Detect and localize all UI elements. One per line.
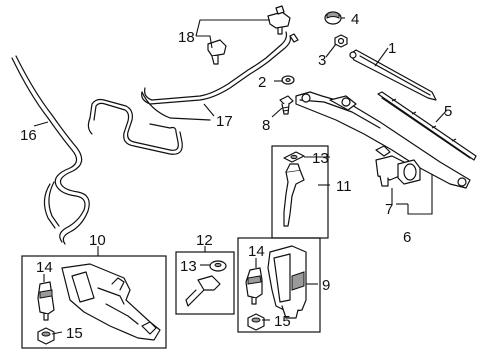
callout-16: 16 [20, 127, 37, 144]
callout-15-right: 15 [274, 313, 291, 330]
part-10-frame [21, 255, 167, 349]
grommet-part-13-upper [283, 151, 305, 163]
callout-18: 18 [178, 29, 195, 46]
washer-hose-part-17 [87, 31, 299, 155]
callout-3: 3 [318, 52, 326, 69]
washer-hose-part-16 [11, 55, 90, 245]
washer-pump-part-14-left [37, 281, 55, 321]
wiper-arm-part-1 [349, 49, 437, 101]
reservoir-part-9 [267, 245, 307, 319]
grommet-part-15-right [247, 313, 265, 331]
callout-12: 12 [196, 232, 213, 249]
washer-pump-part-14-right [245, 267, 263, 305]
callout-8: 8 [262, 117, 270, 134]
callout-2: 2 [258, 74, 266, 91]
grommet-part-13-lower [209, 260, 227, 272]
wiper-blade-part-5 [377, 91, 477, 161]
wiper-linkage-part-6 [295, 91, 471, 189]
callout-7: 7 [385, 201, 393, 218]
part-9-frame [237, 237, 321, 333]
callout-17: 17 [216, 113, 233, 130]
pivot-cap-part-4 [324, 11, 342, 25]
callout-1: 1 [388, 40, 396, 57]
callout-13-lower: 13 [180, 258, 197, 275]
callout-10: 10 [89, 232, 106, 249]
callout-11: 11 [336, 178, 352, 195]
hose-connector-part-11 [283, 163, 305, 227]
washer-nozzle-part-18 [207, 5, 291, 65]
callout-13-upper: 13 [312, 150, 329, 167]
callout-9: 9 [322, 277, 330, 294]
callout-labels: 1 2 3 4 5 6 7 8 9 10 11 12 13 13 14 14 1… [20, 11, 452, 342]
washer-part-2 [281, 75, 295, 85]
callout-4: 4 [351, 11, 359, 28]
wiper-motor-part-7 [375, 155, 421, 187]
reservoir-part-10 [61, 263, 161, 341]
callout-14-right: 14 [248, 243, 265, 260]
grommet-part-15-left [37, 327, 55, 345]
callout-14-left: 14 [36, 259, 53, 276]
filler-neck-part-12 [185, 275, 221, 307]
callout-6: 6 [403, 229, 411, 246]
callout-15-left: 15 [66, 325, 83, 342]
callout-5: 5 [444, 103, 452, 120]
nut-part-3 [334, 34, 348, 48]
bolt-part-8 [279, 95, 294, 115]
leader-lines [33, 17, 448, 335]
